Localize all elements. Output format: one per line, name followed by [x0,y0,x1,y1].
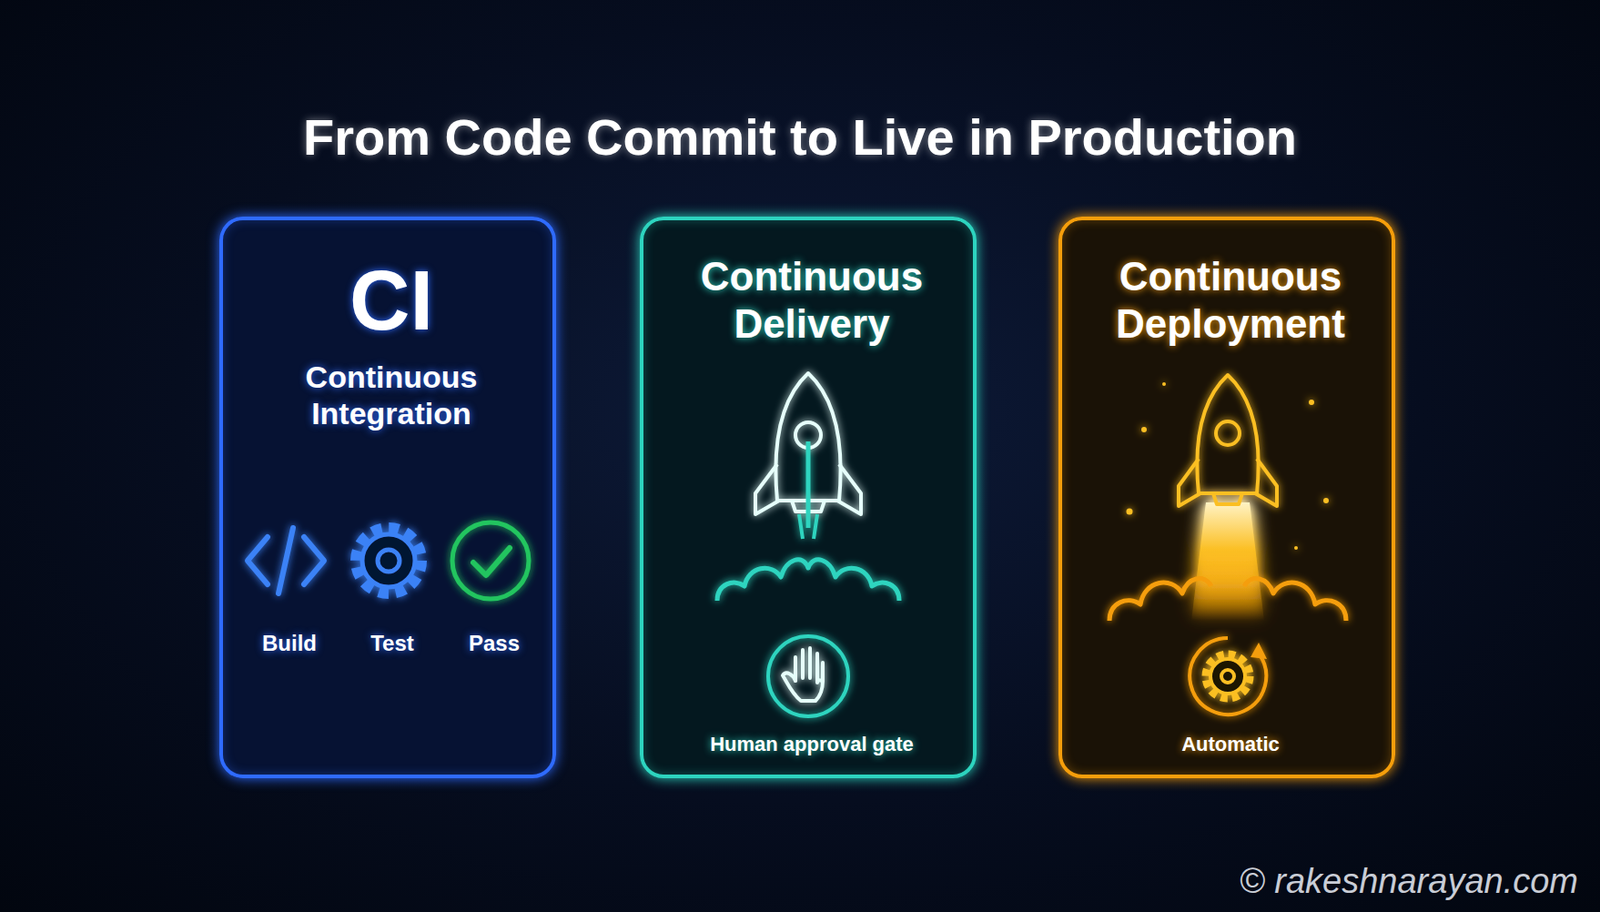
rocket-launch-icon [1109,374,1347,621]
flow-arrow [557,463,633,476]
step-label: Build [239,630,340,657]
check-icon [452,522,529,599]
rocket-icon [717,373,900,601]
mode-label: Automatic [1080,732,1381,757]
step-label: Test [342,630,443,657]
stage-card: Continuous DeliveryHuman approval gate [639,216,977,779]
stage-title: Continuous Delivery [666,253,958,348]
auto-gear-icon [1189,637,1267,715]
hand-icon [768,636,849,717]
stage-title: Continuous Integration [273,358,510,432]
watermark: © rakeshnarayan.com [1239,861,1579,902]
stage-card: CIContinuous IntegrationBuildTestPass [219,216,557,779]
divider [675,365,942,368]
stage-acronym: CI [254,251,528,351]
flow-arrow [978,463,1052,476]
code-icon [247,527,325,594]
diagram-title: From Code Commit to Live in Production [0,107,1600,167]
stage-title: Continuous Deployment [1080,253,1381,348]
divider [675,616,942,618]
gear-icon [355,527,422,594]
divider [254,463,521,466]
card-fill [221,218,555,777]
card-fill [641,218,975,777]
divider [1093,365,1362,368]
stage-card: Continuous DeploymentAutomatic [1058,216,1396,779]
card-fill [1060,218,1394,777]
gate-label: Human approval gate [661,732,963,757]
step-label: Pass [444,630,545,657]
